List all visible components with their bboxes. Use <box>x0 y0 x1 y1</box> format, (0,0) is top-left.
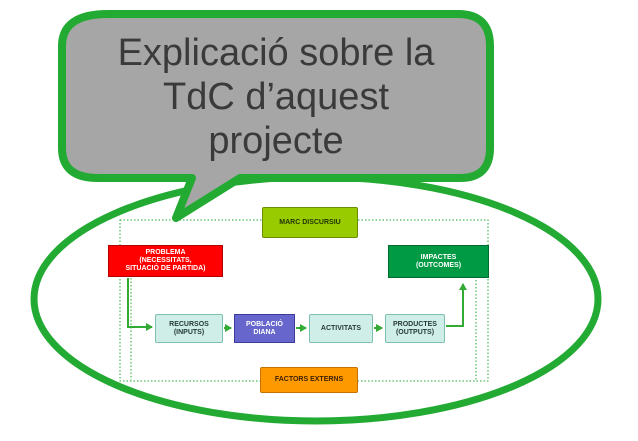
poblacio-diana-box: POBLACIÓ DIANA <box>234 314 295 343</box>
problema-box: PROBLEMA (NECESSITATS, SITUACIÓ DE PARTI… <box>108 245 223 277</box>
impactes-box: IMPACTES (OUTCOMES) <box>388 245 489 278</box>
callout-line: projecte <box>208 120 344 162</box>
callout-line: Explicació sobre la <box>117 32 435 74</box>
recursos-label-line2: (INPUTS) <box>173 328 205 336</box>
arrow-productes-impactes <box>446 283 467 327</box>
factors-externs-box: FACTORS EXTERNS <box>260 367 358 393</box>
arrow-problema-recursos <box>127 278 153 331</box>
speech-bubble <box>58 10 494 222</box>
activitats-label: ACTIVITATS <box>320 324 362 332</box>
poblacio-label: POBLACIÓ <box>246 320 283 328</box>
productes-label-line2: (OUTPUTS) <box>395 328 435 336</box>
impactes-label: IMPACTES <box>420 253 457 261</box>
impactes-label-line2: (OUTCOMES) <box>415 261 462 269</box>
factors-label: FACTORS EXTERNS <box>274 376 344 383</box>
poblacio-label-line2: DIANA <box>253 328 276 336</box>
callout-line: TdC d’aquest <box>162 76 389 118</box>
productes-label: PRODUCTES <box>393 320 437 328</box>
activitats-box: ACTIVITATS <box>309 314 373 343</box>
recursos-label: RECURSOS <box>169 320 209 328</box>
recursos-box: RECURSOS (INPUTS) <box>155 314 223 343</box>
marc-discursiu-box: MARC DISCURSIU <box>262 207 358 238</box>
problema-label: PROBLEMA <box>145 249 186 256</box>
callout-title: Explicació sobre la TdC d’aquest project… <box>96 22 456 172</box>
marc-label: MARC DISCURSIU <box>279 218 341 226</box>
problema-label-line2: (NECESSITATS, <box>139 257 192 264</box>
problema-label-line3: SITUACIÓ DE PARTIDA) <box>125 265 206 272</box>
dotted-frame <box>119 219 489 382</box>
productes-box: PRODUCTES (OUTPUTS) <box>385 314 445 343</box>
